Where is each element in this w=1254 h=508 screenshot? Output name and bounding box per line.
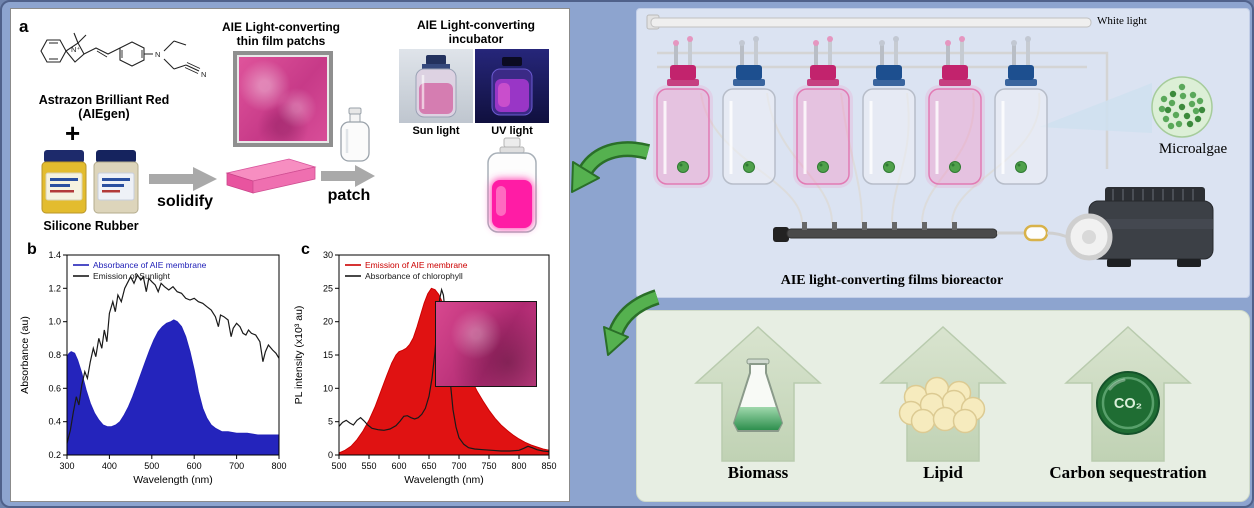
outcomes-graphic: CO₂: [694, 325, 1192, 462]
svg-text:600: 600: [391, 461, 406, 471]
bioreactor-bottle-aie: [653, 36, 713, 188]
incubator-title-line2: incubator: [448, 32, 504, 46]
compound-name: Astrazon Brilliant Red: [38, 93, 170, 107]
svg-text:Emission of Sunlight: Emission of Sunlight: [93, 271, 171, 281]
co2-text: CO₂: [1114, 396, 1142, 412]
patch-label: patch: [327, 187, 371, 204]
panel-bioreactor: White light Microalgae AIE light-convert…: [636, 8, 1250, 298]
svg-text:1.0: 1.0: [48, 317, 61, 327]
gas-manifold: [773, 222, 998, 242]
bioreactor-caption: AIE light-converting films bioreactor: [780, 273, 1004, 288]
atom-n-plus: N⁺: [71, 45, 80, 54]
panel-outcomes: CO₂ Biomass Lipid Carbon sequestration: [636, 310, 1250, 502]
aie-film-slab: [225, 158, 317, 194]
solidify-arrow-icon: [149, 167, 217, 191]
microalgae-icon: [1151, 76, 1213, 138]
sun-light-label: Sun light: [412, 125, 460, 137]
panel-c-label: c: [301, 241, 310, 258]
biomass-label: Biomass: [727, 463, 789, 482]
white-light-tube: [646, 14, 1092, 30]
svg-text:0.6: 0.6: [48, 383, 61, 393]
svg-text:15: 15: [323, 350, 333, 360]
bioreactor-graphic: [646, 14, 1214, 267]
svg-text:30: 30: [323, 250, 333, 260]
svg-text:0.4: 0.4: [48, 417, 61, 427]
svg-text:400: 400: [102, 461, 117, 471]
white-light-label: White light: [1097, 15, 1147, 27]
svg-text:5: 5: [328, 417, 333, 427]
panel-b-label: b: [27, 241, 37, 258]
aie-incubator-bottle: [487, 137, 537, 233]
svg-text:20: 20: [323, 317, 333, 327]
svg-text:300: 300: [59, 461, 74, 471]
atom-n-nitrile: N: [201, 70, 206, 79]
uv-light-label: UV light: [491, 125, 533, 137]
bioreactor-bottle-control: [862, 36, 916, 185]
fluorescence-inset-photo: [435, 301, 537, 387]
plus-sign: +: [65, 118, 81, 148]
silicone-rubber-label: Silicone Rubber: [43, 219, 139, 233]
svg-text:Absorbance of chlorophyll: Absorbance of chlorophyll: [365, 271, 463, 281]
chart-absorbance-sunlight: 300 400 500 600 700 800 0.2 0.4 0.6 0.8 1.0 1.2 1.4W…: [19, 250, 287, 486]
lipid-label: Lipid: [923, 463, 963, 482]
svg-text:550: 550: [361, 461, 376, 471]
flask-icon: [733, 358, 783, 432]
empty-bottle-icon: [340, 107, 370, 162]
film-title-line1: AIE Light-converting: [222, 20, 340, 34]
sunlight-photo: [399, 49, 473, 123]
uvlight-photo: [475, 49, 549, 123]
bioreactor-bottle-control: [722, 36, 776, 185]
svg-text:25: 25: [323, 283, 333, 293]
bioreactor-bottle-aie: [793, 36, 853, 188]
svg-text:750: 750: [481, 461, 496, 471]
svg-text:Emission of AIE membrane: Emission of AIE membrane: [365, 260, 468, 270]
svg-text:650: 650: [421, 461, 436, 471]
atom-n-amine: N: [155, 50, 160, 59]
inline-filter: [1023, 224, 1049, 242]
solidify-label: solidify: [156, 193, 213, 210]
panel-a-label: a: [19, 17, 29, 36]
svg-text:600: 600: [187, 461, 202, 471]
svg-text:Wavelength (nm): Wavelength (nm): [404, 474, 484, 486]
svg-text:850: 850: [541, 461, 556, 471]
film-title-line2: thin film patchs: [236, 34, 326, 48]
bioreactor-bottle-control: [994, 36, 1048, 185]
svg-text:PL intensity (x10³ au): PL intensity (x10³ au): [293, 306, 305, 405]
svg-text:800: 800: [271, 461, 286, 471]
bottles-row: [653, 36, 1048, 188]
microalgae-pointer: [1039, 83, 1152, 133]
svg-text:Wavelength (nm): Wavelength (nm): [133, 474, 213, 486]
lipid-droplets-icon: [898, 376, 986, 434]
svg-text:700: 700: [229, 461, 244, 471]
bioreactor-bottle-aie: [925, 36, 985, 188]
silicone-rubber-jars: [41, 150, 139, 214]
air-pump: [1065, 187, 1214, 267]
carbon-sequestration-label: Carbon sequestration: [1049, 463, 1207, 482]
svg-text:10: 10: [323, 383, 333, 393]
svg-text:0: 0: [328, 450, 333, 460]
patch-arrow-icon: [321, 165, 375, 187]
svg-text:500: 500: [144, 461, 159, 471]
aiegen-structure: N⁺ N N: [40, 32, 206, 79]
svg-text:700: 700: [451, 461, 466, 471]
svg-text:1.2: 1.2: [48, 283, 61, 293]
panel-scheme-and-spectra: a: [10, 8, 570, 502]
svg-text:800: 800: [511, 461, 526, 471]
svg-text:1.4: 1.4: [48, 250, 61, 260]
svg-text:0.2: 0.2: [48, 450, 61, 460]
co2-icon: CO₂: [1096, 371, 1160, 435]
incubator-title-line1: AIE Light-converting: [417, 18, 535, 32]
microalgae-label: Microalgae: [1158, 141, 1228, 157]
svg-text:0.8: 0.8: [48, 350, 61, 360]
svg-text:500: 500: [331, 461, 346, 471]
svg-text:Absorbance (au): Absorbance (au): [19, 316, 31, 394]
film-patch-photo: [233, 51, 333, 147]
compound-name-sub: (AIEgen): [78, 107, 130, 121]
svg-text:Absorbance of AIE membrane: Absorbance of AIE membrane: [93, 260, 207, 270]
